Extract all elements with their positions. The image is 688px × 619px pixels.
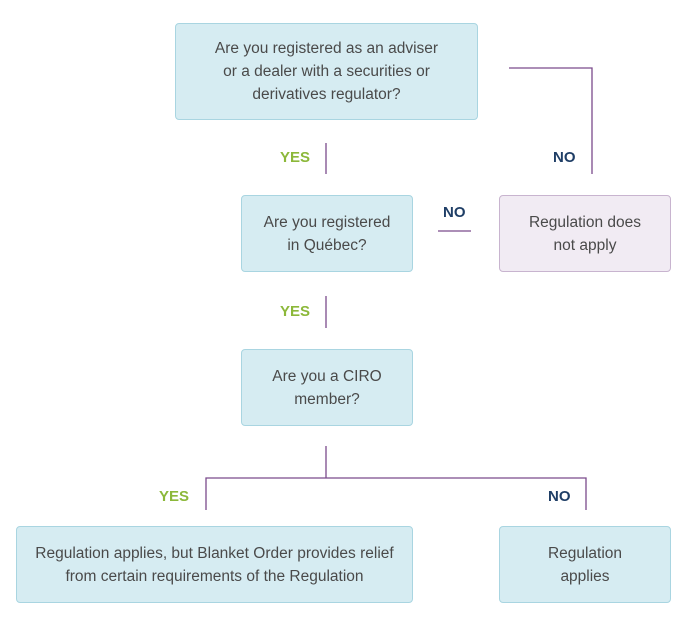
question-ciro-member: Are you a CIRO member? [241, 349, 413, 426]
question-text: Are you registered in Québec? [263, 213, 391, 254]
q1-yes-label: YES [280, 149, 311, 166]
question-text: Are you registered as an adviser or a de… [214, 40, 439, 103]
q3-split-connector [205, 446, 587, 510]
q2-no-label: NO [443, 204, 466, 221]
question-text: Are you a CIRO member? [272, 367, 382, 408]
q2-yes-label: YES [280, 303, 311, 320]
q3-no-label: NO [548, 488, 571, 505]
outcome-text: Regulation applies [547, 544, 623, 585]
q1-no-connector [509, 67, 593, 174]
outcome-regulation-applies: Regulation applies [499, 526, 671, 603]
outcome-regulation-applies-with-relief: Regulation applies, but Blanket Order pr… [16, 526, 413, 603]
outcome-text: Regulation does not apply [528, 213, 642, 254]
question-registered-adviser-dealer: Are you registered as an adviser or a de… [175, 23, 478, 120]
outcome-text: Regulation applies, but Blanket Order pr… [35, 544, 394, 585]
outcome-regulation-does-not-apply: Regulation does not apply [499, 195, 671, 272]
question-registered-quebec: Are you registered in Québec? [241, 195, 413, 272]
q3-yes-label: YES [159, 488, 190, 505]
q1-no-label: NO [553, 149, 576, 166]
